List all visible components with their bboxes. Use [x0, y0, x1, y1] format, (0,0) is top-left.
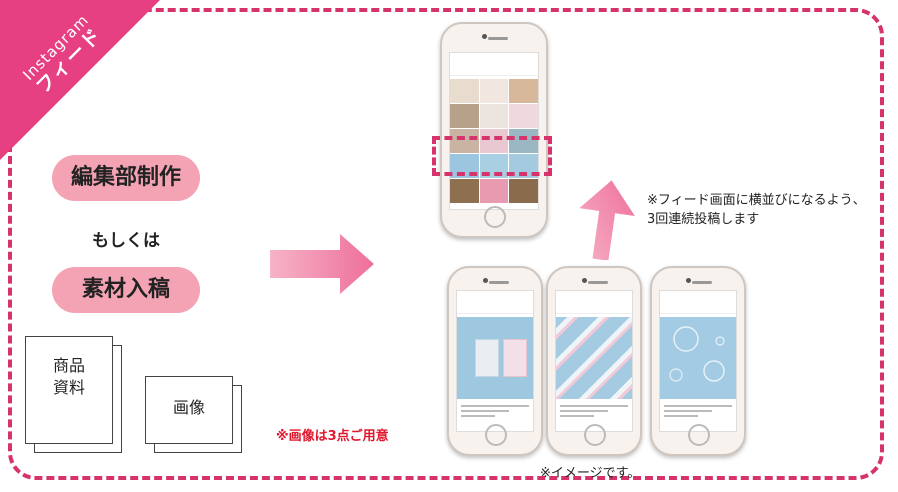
post-caption-lines [664, 405, 732, 420]
phone-speaker-icon [489, 281, 509, 284]
phone-post-3 [650, 266, 746, 456]
product-document-label: 商品 資料 [52, 356, 85, 398]
post-2-screen [555, 290, 633, 432]
phone-home-button-icon [485, 424, 507, 446]
post-caption-lines [461, 405, 529, 420]
phone-camera-icon [482, 34, 487, 39]
image-only-note: ※イメージです。 [540, 466, 641, 481]
post-2-image [556, 317, 632, 399]
phone-home-button-icon [584, 424, 606, 446]
phone-post-1 [447, 266, 543, 456]
phone-speaker-icon [588, 281, 608, 284]
feed-row-highlight [432, 136, 552, 176]
product-document-icon: 商品 資料 [25, 336, 113, 444]
post-3-screen [659, 290, 737, 432]
arrow-right-icon [270, 234, 374, 294]
post-caption-lines [560, 405, 628, 420]
arrow-up-icon [579, 180, 635, 260]
post-header [556, 291, 632, 314]
dashed-frame [8, 8, 884, 480]
phone-camera-icon [582, 278, 587, 283]
phone-speaker-icon [692, 281, 712, 284]
post-3-image [660, 317, 736, 399]
image-document-icon: 画像 [145, 376, 233, 444]
option-editorial-production: 編集部制作 [52, 155, 200, 201]
phone-post-2 [546, 266, 642, 456]
post-header [660, 291, 736, 314]
option-material-submission: 素材入稿 [52, 267, 200, 313]
post-1-image [457, 317, 533, 399]
phone-camera-icon [686, 278, 691, 283]
post-1-screen [456, 290, 534, 432]
or-label: もしくは [92, 231, 160, 251]
phone-home-button-icon [688, 424, 710, 446]
phone-speaker-icon [488, 37, 508, 40]
post-header [457, 291, 533, 314]
image-document-label: 画像 [172, 398, 205, 417]
phone-home-button-icon [484, 206, 506, 228]
images-required-note: ※画像は3点ご用意 [276, 429, 389, 444]
profile-header [450, 53, 538, 76]
phone-camera-icon [483, 278, 488, 283]
product-pack-icon [475, 339, 499, 377]
product-pack-icon [503, 339, 527, 377]
bubbles-icon [669, 326, 725, 382]
phone-feed-grid [440, 22, 548, 238]
feed-layout-note: ※フィード画面に横並びになるよう、3回連続投稿します [647, 193, 866, 227]
feed-grid-screen [449, 52, 539, 210]
